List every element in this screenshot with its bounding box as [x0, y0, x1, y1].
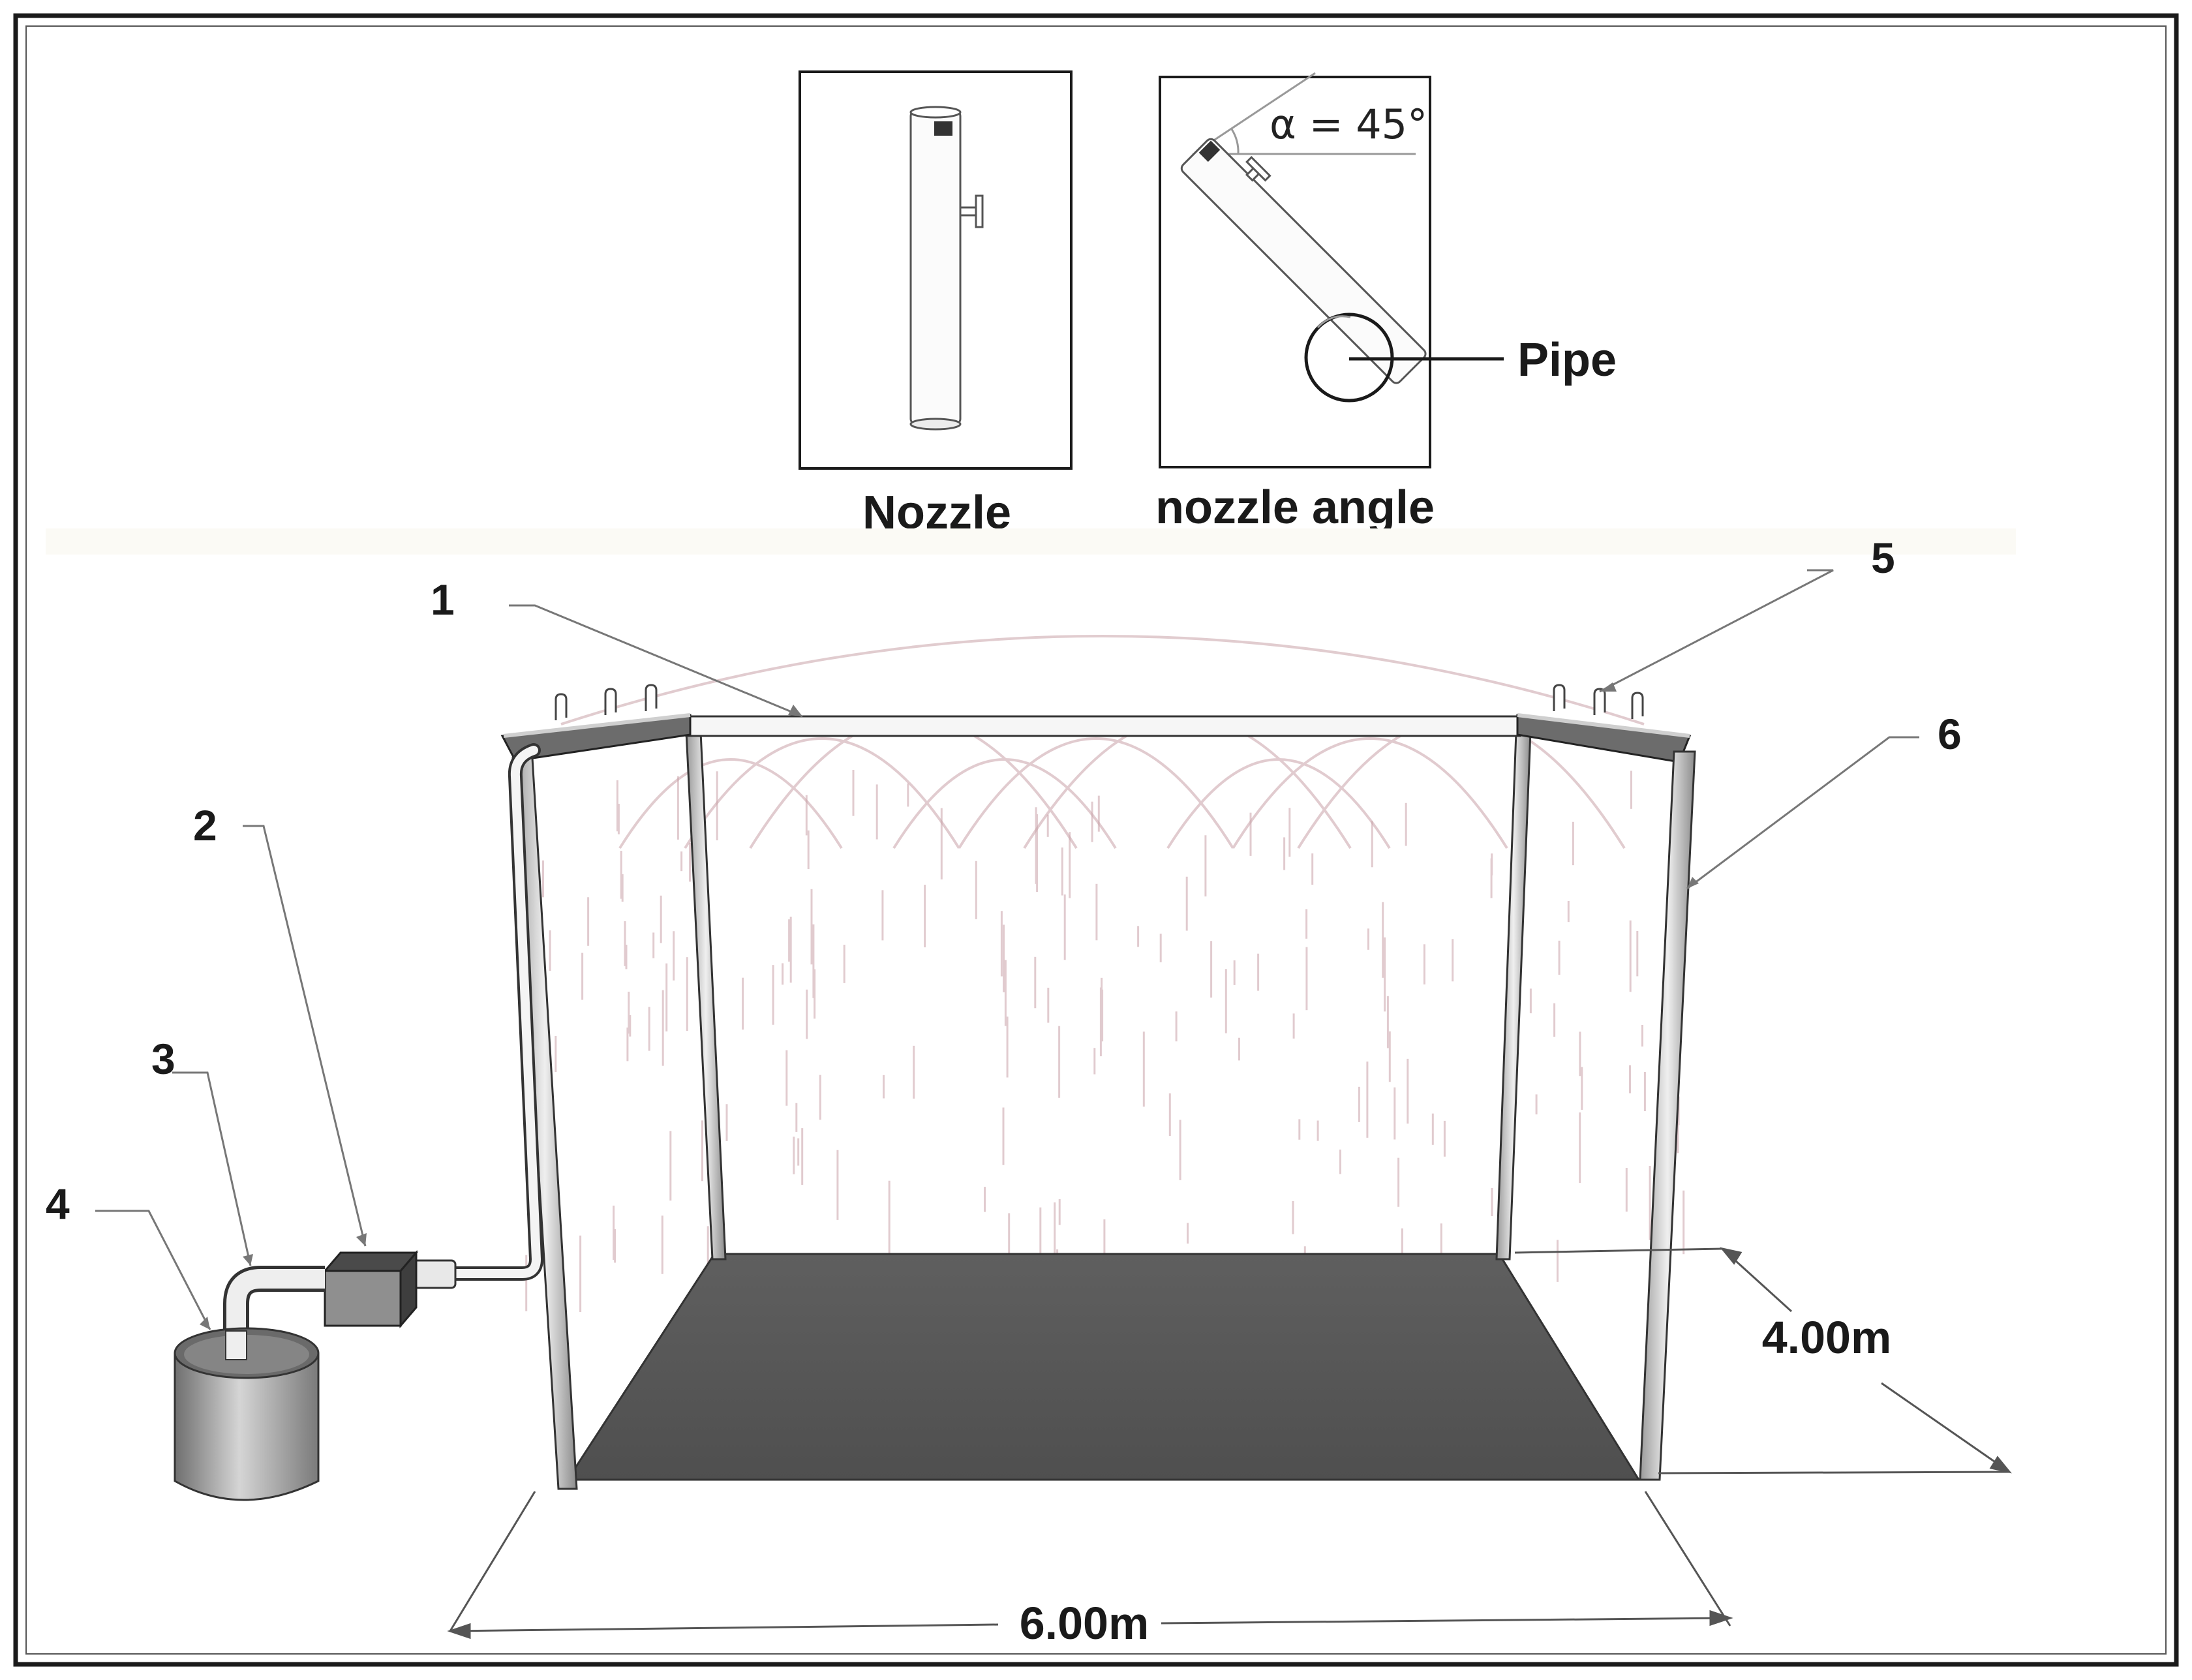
spray-arc — [1023, 716, 1352, 849]
depth-dimension-line — [1514, 1247, 2012, 1474]
spray-arc — [684, 737, 960, 849]
callout-2: 2 — [193, 801, 217, 849]
nozzle-inset — [799, 70, 1073, 470]
width-dimension: 6.00m — [1020, 1598, 1149, 1649]
depth-dimension: 4.00m — [1762, 1312, 1891, 1363]
rear-left-post — [685, 731, 727, 1260]
spray-arc — [1166, 758, 1391, 849]
callout-arrowheads — [200, 682, 1699, 1330]
callout-1: 1 — [431, 575, 455, 624]
pipe-coupling — [411, 1259, 457, 1289]
rear-right-post — [1495, 731, 1532, 1260]
callout-leaders — [95, 569, 1919, 1330]
angle-label: α = 45° — [1270, 100, 1427, 148]
outer-frame — [13, 13, 2179, 1667]
pump — [322, 1249, 419, 1329]
spray-arc — [892, 758, 1117, 849]
water-tank — [174, 1327, 320, 1501]
spray-arc — [1232, 737, 1508, 849]
spray-arc — [560, 635, 1645, 725]
spray-arc — [749, 716, 1078, 849]
top-spray-pipe — [685, 715, 1521, 737]
width-dimension-line — [447, 1491, 1733, 1640]
spray-arc — [958, 737, 1234, 849]
nozzle-angle-caption: nozzle angle — [1155, 481, 1435, 534]
callout-6: 6 — [1938, 710, 1962, 758]
spray-arc — [618, 758, 843, 849]
top-nozzles — [555, 684, 1644, 720]
nozzle-angle-inset — [1159, 72, 1504, 468]
inner-frame — [25, 25, 2167, 1655]
right-top-beam — [1516, 714, 1692, 763]
nozzle-tube — [909, 110, 962, 425]
pipe-label: Pipe — [1517, 334, 1617, 386]
floor-plate — [566, 1253, 1641, 1481]
spray-arcs — [560, 635, 1645, 849]
callout-3: 3 — [151, 1035, 175, 1083]
inset-separator-band — [46, 528, 2016, 555]
front-right-post — [1639, 750, 1696, 1481]
callout-4: 4 — [46, 1180, 70, 1228]
callout-5: 5 — [1871, 534, 1895, 582]
